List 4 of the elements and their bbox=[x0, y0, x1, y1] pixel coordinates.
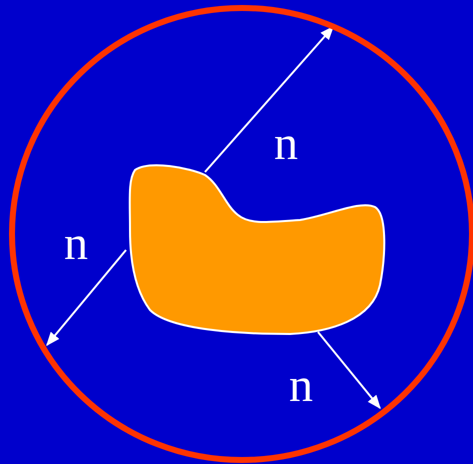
arrow bbox=[46, 249, 127, 346]
arrow bbox=[317, 331, 381, 410]
arrow bbox=[204, 26, 334, 173]
circle-outline bbox=[9, 5, 473, 463]
